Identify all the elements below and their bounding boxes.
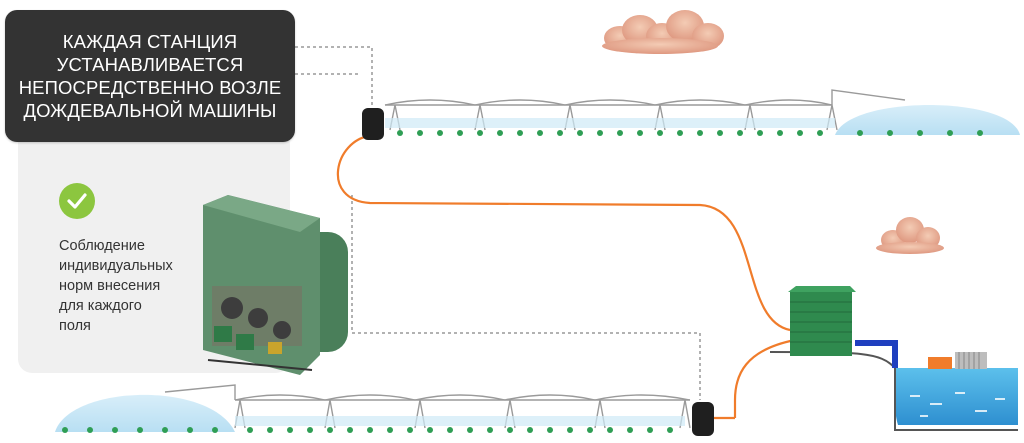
plants-bottom	[62, 427, 673, 433]
headline-box: КАЖДАЯ СТАНЦИЯ УСТАНАВЛИВАЕТСЯ НЕПОСРЕДС…	[5, 10, 295, 142]
station-bottom	[692, 402, 714, 436]
check-circle-icon	[59, 183, 95, 219]
benefit-text: Соблюдение индивидуальных норм внесения …	[59, 238, 173, 334]
dashed-connector-bottom	[351, 195, 701, 400]
water-dome-bottom	[55, 394, 235, 432]
dashed-connector-top	[295, 46, 373, 108]
pump-unit	[928, 352, 987, 369]
cloud-top	[602, 10, 724, 54]
cloud-right	[876, 217, 944, 254]
spray-top	[385, 118, 835, 128]
station-top	[362, 108, 384, 140]
hose	[336, 134, 796, 420]
water-dome-top	[835, 105, 1020, 135]
storage-tank	[788, 286, 856, 356]
headline-text: КАЖДАЯ СТАНЦИЯ УСТАНАВЛИВАЕТСЯ НЕПОСРЕДС…	[18, 31, 282, 121]
dosing-station-machine	[203, 195, 348, 375]
spray-bottom	[235, 416, 685, 426]
plants-top	[397, 130, 983, 136]
water-pipe	[855, 340, 898, 368]
irrigation-machine-top	[384, 89, 906, 131]
